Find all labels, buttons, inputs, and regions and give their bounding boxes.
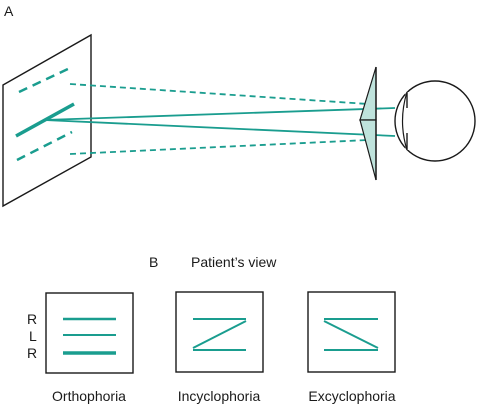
orthophoria-caption: Orthophoria — [52, 388, 126, 404]
eye-label-right-top: R — [27, 311, 37, 327]
solid-ray-upper — [43, 107, 396, 121]
dashed-ray-upper — [69, 83, 369, 105]
panel-b-label: B — [149, 254, 158, 270]
patient-view-heading: Patient’s view — [191, 254, 277, 270]
dashed-ray-lower — [69, 139, 369, 155]
eye-label-right-bottom: R — [27, 345, 37, 361]
panel-a-label: A — [4, 3, 14, 19]
double-prism — [359, 66, 377, 181]
eye — [394, 80, 476, 162]
incyclophoria-caption: Incyclophoria — [178, 388, 261, 404]
excyclophoria-caption: Excyclophoria — [308, 388, 395, 404]
eye-label-left: L — [29, 328, 37, 344]
lower-dashed-image — [16, 130, 73, 162]
solid-ray-lower — [43, 119, 396, 137]
incyclophoria-box — [175, 291, 264, 373]
upper-dashed-image — [18, 66, 71, 94]
screen-plane — [2, 33, 92, 208]
excyclophoria-box — [307, 291, 396, 373]
orthophoria-box — [45, 292, 134, 374]
